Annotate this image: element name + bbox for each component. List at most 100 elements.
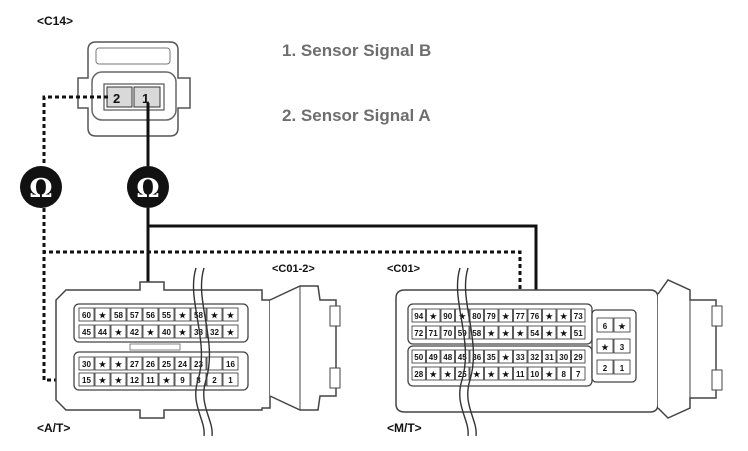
- connector-pin: ★: [498, 366, 513, 381]
- connector-pin: ★: [94, 356, 111, 371]
- pin-label: 32: [530, 353, 539, 362]
- connector-pin: 2: [206, 372, 223, 387]
- pin-label: 15: [82, 376, 91, 385]
- connector-pin: 1: [613, 359, 631, 375]
- connector-pin: 54: [527, 325, 542, 340]
- connector-pin: ★: [469, 366, 484, 381]
- pin-label: 16: [226, 360, 235, 369]
- connector-pin: 36: [469, 349, 484, 364]
- pin-label: ★: [517, 329, 525, 338]
- connector-pin: ★: [174, 307, 191, 322]
- connector-pin: ★: [110, 324, 127, 339]
- c14-pin-1: 1: [142, 91, 149, 106]
- pin-label: 76: [530, 312, 539, 321]
- pin-label: ★: [99, 376, 107, 385]
- connector-pin: 11: [142, 372, 159, 387]
- pin-label: 26: [146, 360, 155, 369]
- connector-pin: 94: [411, 308, 426, 323]
- connector-pin: 79: [484, 308, 499, 323]
- connector-pin: 16: [222, 356, 239, 371]
- pin-label: 45: [82, 328, 91, 337]
- connector-pin: ★: [542, 366, 557, 381]
- c14-connector: 2 1: [77, 41, 191, 137]
- pin-label: ★: [179, 311, 187, 320]
- pin-label: 58: [194, 311, 203, 320]
- c14-pin-2: 2: [113, 91, 120, 106]
- connector-pin: ★: [440, 366, 455, 381]
- pin-label: 79: [487, 312, 496, 321]
- ohm-icon: Ω: [29, 174, 52, 204]
- connector-pin: 58: [110, 307, 127, 322]
- connector-pin: 40: [158, 324, 175, 339]
- connector-pin: 80: [469, 308, 484, 323]
- pin-label: ★: [99, 311, 107, 320]
- break-line-mt: [456, 267, 477, 437]
- connector-pin: 2: [596, 359, 614, 375]
- pin-label: 49: [429, 353, 438, 362]
- c14-connector-label: <C14>: [37, 14, 73, 28]
- ohmmeter-left: Ω: [20, 166, 62, 208]
- connector-pin: 28: [411, 366, 426, 381]
- pin-label: 11: [146, 376, 155, 385]
- pin-label: 55: [162, 311, 171, 320]
- connector-pin: 24: [174, 356, 191, 371]
- connector-pin: 48: [440, 349, 455, 364]
- pin-label: 77: [516, 312, 525, 321]
- connector-pin: ★: [542, 325, 557, 340]
- connector-pin: 6: [596, 317, 614, 333]
- pin-label: ★: [179, 328, 187, 337]
- pin-label: ★: [502, 329, 510, 338]
- connector-pin: 57: [126, 307, 143, 322]
- legend-item-1: 1. Sensor Signal B: [282, 41, 431, 60]
- pin-label: ★: [488, 329, 496, 338]
- connector-pin: ★: [484, 325, 499, 340]
- pin-label: 51: [574, 329, 583, 338]
- connector-pin: ★: [426, 366, 441, 381]
- connector-pin: ★: [498, 325, 513, 340]
- connector-pin: ★: [596, 338, 614, 354]
- connector-pin: 51: [571, 325, 586, 340]
- pin-label: ★: [147, 328, 155, 337]
- connector-pin: ★: [222, 324, 239, 339]
- pin-label: 36: [472, 353, 481, 362]
- connector-pin: 44: [94, 324, 111, 339]
- pin-label: 42: [130, 328, 139, 337]
- connector-pin: ★: [158, 372, 175, 387]
- pin-label: ★: [546, 312, 554, 321]
- pin-label: 23: [194, 360, 203, 369]
- connector-pin: 42: [126, 324, 143, 339]
- connector-pin: 72: [411, 325, 426, 340]
- connector-pin: 76: [527, 308, 542, 323]
- connector-pin: ★: [174, 324, 191, 339]
- pin-label: 80: [472, 312, 481, 321]
- wire-sensor-signal-b-to-mt: [42, 208, 522, 345]
- pin-label: ★: [560, 312, 568, 321]
- pin-label: ★: [546, 370, 554, 379]
- pin-label: 12: [130, 376, 139, 385]
- pin-label: 2: [212, 376, 217, 385]
- connector-pin: 31: [542, 349, 557, 364]
- connector-pin: 12: [126, 372, 143, 387]
- pin-label: 10: [530, 370, 539, 379]
- connector-pin: 73: [571, 308, 586, 323]
- connector-pin: 45: [455, 349, 470, 364]
- pin-label: 24: [178, 360, 187, 369]
- connector-pin: ★: [498, 308, 513, 323]
- pin-label: ★: [560, 329, 568, 338]
- connector-pin: 15: [78, 372, 95, 387]
- pin-label: ★: [546, 329, 554, 338]
- connector-pin: 9: [174, 372, 191, 387]
- pin-label: ★: [115, 328, 123, 337]
- connector-pin: ★: [206, 307, 223, 322]
- pin-label: 58: [472, 329, 481, 338]
- break-line-at: [192, 267, 213, 437]
- pin-label: 6: [603, 322, 608, 331]
- pin-label: 70: [443, 329, 452, 338]
- pin-label: 54: [530, 329, 539, 338]
- pin-label: ★: [444, 370, 452, 379]
- connector-pin: ★: [556, 325, 571, 340]
- connector-pin: 7: [571, 366, 586, 381]
- pin-label: 71: [429, 329, 438, 338]
- pin-label: ★: [618, 322, 626, 331]
